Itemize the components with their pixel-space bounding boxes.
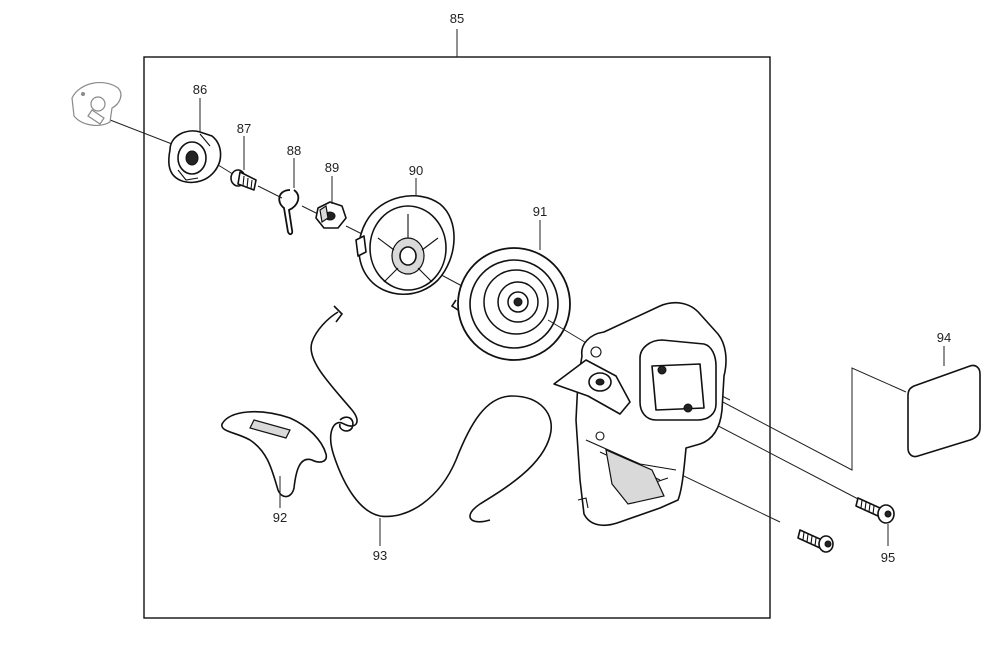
- part-93-starter-rope: [310, 305, 552, 523]
- starter-housing: [553, 301, 727, 527]
- callout-92: 92: [273, 510, 287, 525]
- part-90-rope-pulley: [355, 195, 455, 296]
- part-95-bolt: [855, 497, 895, 524]
- callout-90: 90: [409, 163, 423, 178]
- part-87-screw: [230, 169, 257, 191]
- callout-87: 87: [237, 121, 251, 136]
- secondary-bolt: [797, 529, 834, 553]
- callout-95: 95: [881, 550, 895, 565]
- callout-86: 86: [193, 82, 207, 97]
- callout-88: 88: [287, 143, 301, 158]
- callout-leaders: [199, 98, 945, 546]
- part-88-spring-clip: [278, 189, 300, 236]
- assembly-axis-lines: [104, 117, 907, 523]
- part-91-recoil-spring: [450, 247, 571, 361]
- part-89-ratchet-pawl: [315, 201, 347, 229]
- callout-91: 91: [533, 204, 547, 219]
- reference-hub-ghost: [71, 81, 122, 126]
- callout-85: 85: [450, 11, 464, 26]
- callout-94: 94: [937, 330, 951, 345]
- part-94-decal: [907, 364, 981, 458]
- part-92-starter-handle: [221, 410, 328, 498]
- callout-89: 89: [325, 160, 339, 175]
- callout-93: 93: [373, 548, 387, 563]
- part-86-pulley-cup: [168, 130, 222, 184]
